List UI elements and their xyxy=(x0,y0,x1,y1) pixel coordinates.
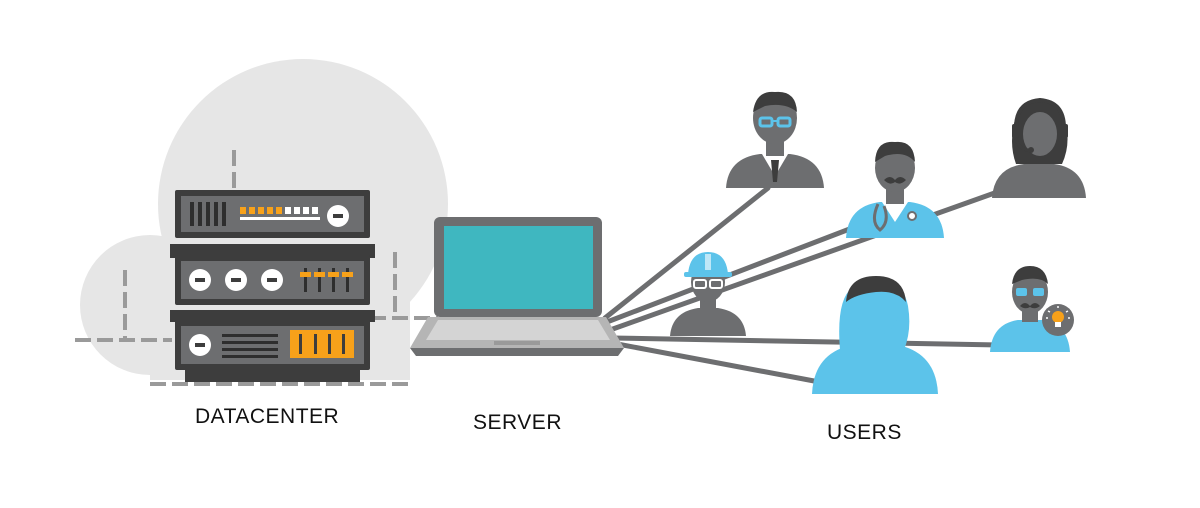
users-label: USERS xyxy=(827,421,902,444)
engineer-icon xyxy=(670,252,746,336)
woman-user-icon xyxy=(812,276,938,394)
call-center-agent-icon xyxy=(992,97,1086,198)
idea-user-icon xyxy=(990,266,1074,352)
dashed-connectors xyxy=(75,150,438,386)
doctor-icon xyxy=(846,141,944,238)
server-rack-icon xyxy=(170,190,375,382)
user-connection-lines xyxy=(602,185,1006,387)
laptop-icon xyxy=(410,217,624,356)
server-label: SERVER xyxy=(473,411,562,434)
businessman-icon xyxy=(726,91,824,188)
datacenter-label: DATACENTER xyxy=(195,405,340,428)
